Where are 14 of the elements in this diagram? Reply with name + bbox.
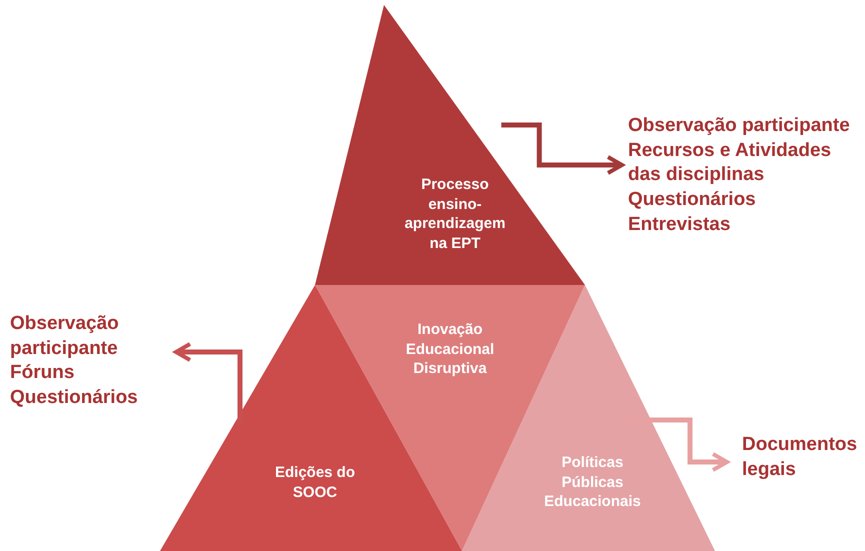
triangle-label: Edições do SOOC [274, 463, 356, 502]
method-text: Observação participante [10, 312, 120, 361]
method-text: Fóruns [10, 361, 76, 386]
pyramid-triangle [315, 5, 585, 285]
triangle-label: Inovação Educacional Disruptiva [404, 320, 496, 378]
method-text: Entrevistas [628, 212, 732, 237]
method-text: Questionários [10, 386, 139, 410]
triangle-label: Políticas Públicas Educacionais [543, 453, 642, 512]
method-text: Observação participante [628, 114, 851, 138]
method-text: Documentos legais [742, 433, 858, 482]
triangle-label: Processo ensino-aprendizagem na EPT [404, 175, 506, 253]
arrow [501, 122, 624, 175]
method-text: Recursos e Atividades das disciplinas [628, 138, 832, 188]
method-text: Questionários [628, 188, 757, 212]
